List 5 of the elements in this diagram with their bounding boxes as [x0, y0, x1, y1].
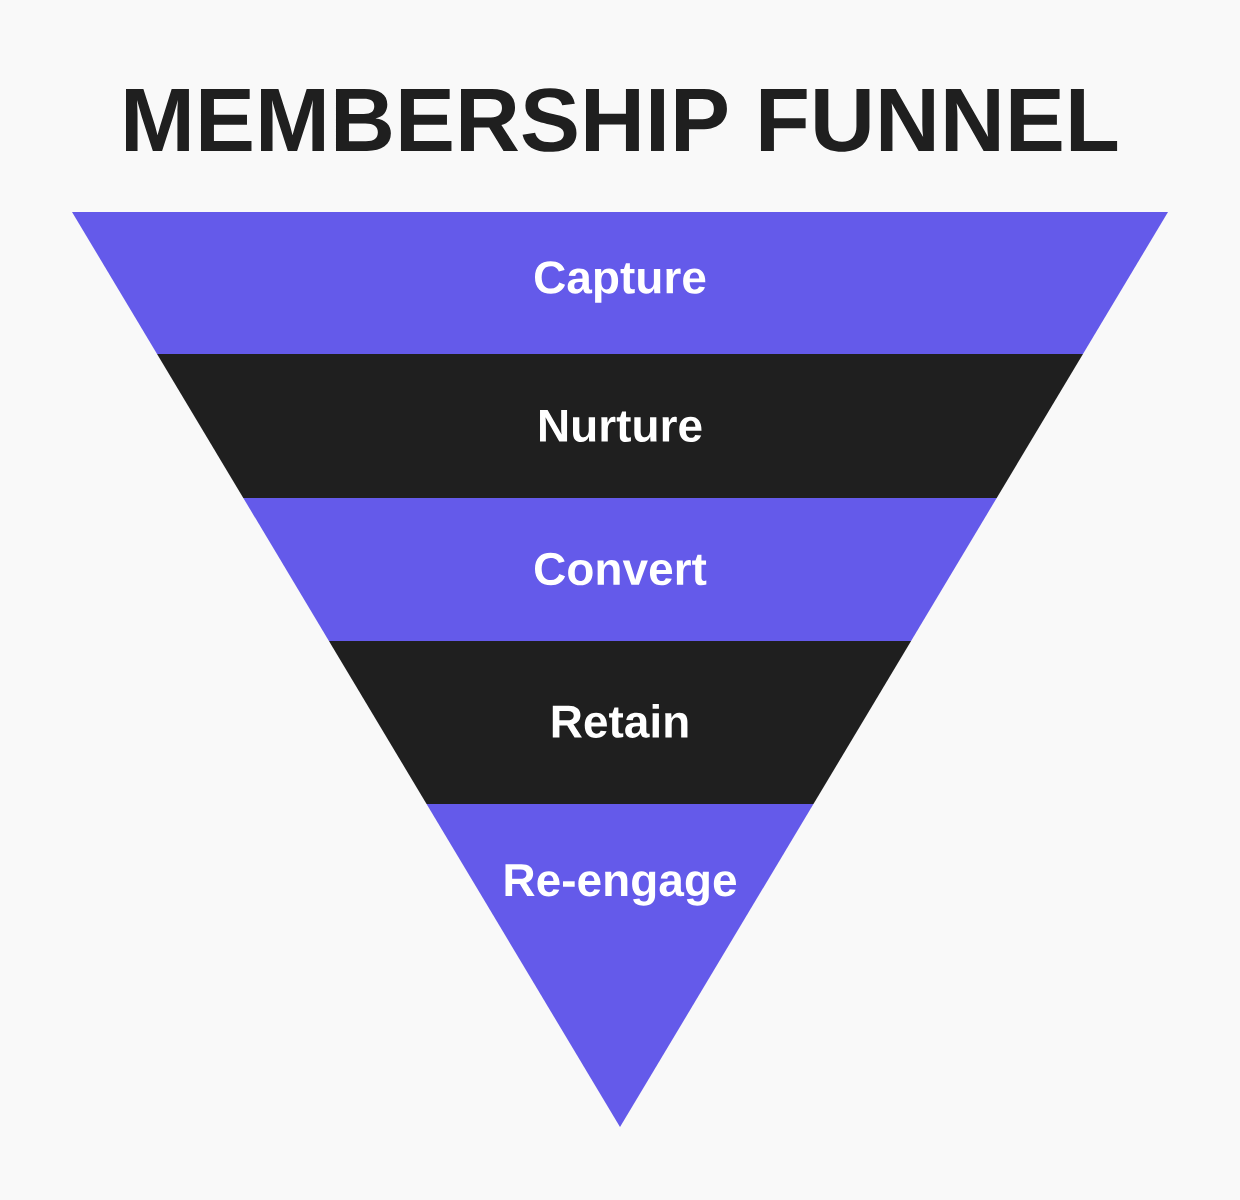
funnel-band: Retain [328, 641, 912, 804]
funnel-band: Re-engage [426, 804, 814, 1127]
funnel-band: Convert [243, 498, 997, 641]
title: MEMBERSHIP FUNNEL [126, 88, 1118, 152]
funnel-band: Capture [72, 212, 1168, 354]
